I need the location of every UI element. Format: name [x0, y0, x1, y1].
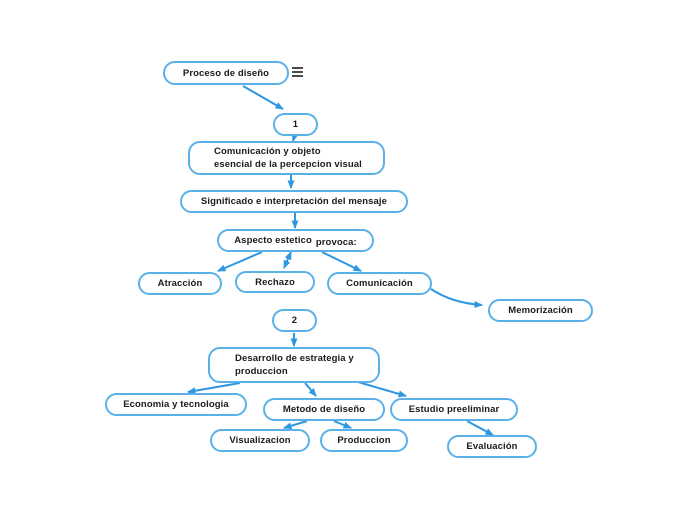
node-label: Estudio preeliminar	[408, 404, 500, 415]
node-2[interactable]: 2	[272, 309, 317, 332]
node-1[interactable]: 1	[273, 113, 318, 136]
node-evaluacion[interactable]: Evaluación	[447, 435, 537, 458]
node-visualizacion[interactable]: Visualizacion	[210, 429, 310, 452]
node-label: Comunicación y objeto esencial de la per…	[214, 146, 362, 170]
node-rechazo[interactable]: Rechazo	[235, 271, 315, 293]
node-label-secondary: provoca:	[315, 236, 357, 248]
hamburger-bar	[292, 75, 303, 77]
node-label: Significado e interpretación del mensaje	[200, 196, 388, 207]
node-atraccion[interactable]: Atracción	[138, 272, 222, 295]
node-label: Atracción	[157, 278, 203, 289]
node-desarrollo-de-estrategia[interactable]: Desarrollo de estrategia y produccion	[208, 347, 380, 383]
node-label: Memorización	[508, 305, 573, 316]
node-comunicacion[interactable]: Comunicación	[327, 272, 432, 295]
node-estudio-preeliminar[interactable]: Estudio preeliminar	[390, 398, 518, 421]
node-label: 1	[292, 119, 299, 130]
node-label: Visualizacion	[229, 435, 291, 446]
node-label: Rechazo	[255, 276, 295, 288]
node-proceso-de-diseno[interactable]: Proceso de diseño	[163, 61, 289, 85]
node-produccion[interactable]: Produccion	[320, 429, 408, 452]
node-label: Evaluación	[466, 441, 518, 452]
node-label: Comunicación	[346, 278, 413, 289]
node-economia-y-tecnologia[interactable]: Economia y tecnologia	[105, 393, 247, 416]
node-label: Aspecto estetico	[234, 235, 312, 246]
node-comunicacion-y-objeto[interactable]: Comunicación y objeto esencial de la per…	[188, 141, 385, 175]
node-label: Proceso de diseño	[182, 67, 270, 79]
hamburger-bar	[292, 67, 303, 69]
node-label: Metodo de diseño	[282, 404, 366, 415]
node-significado-e-interpretacion[interactable]: Significado e interpretación del mensaje	[180, 190, 408, 213]
hamburger-menu-icon[interactable]	[292, 66, 304, 78]
node-label: Economia y tecnologia	[123, 399, 229, 410]
node-label: 2	[291, 315, 298, 326]
node-memorizacion[interactable]: Memorización	[488, 299, 593, 322]
node-label: Desarrollo de estrategia y produccion	[235, 353, 354, 377]
node-aspecto-estetico-provoca[interactable]: Aspecto estetico provoca:	[217, 229, 374, 252]
hamburger-bar	[292, 71, 303, 73]
node-metodo-de-diseno[interactable]: Metodo de diseño	[263, 398, 385, 421]
node-label: Produccion	[337, 435, 391, 446]
